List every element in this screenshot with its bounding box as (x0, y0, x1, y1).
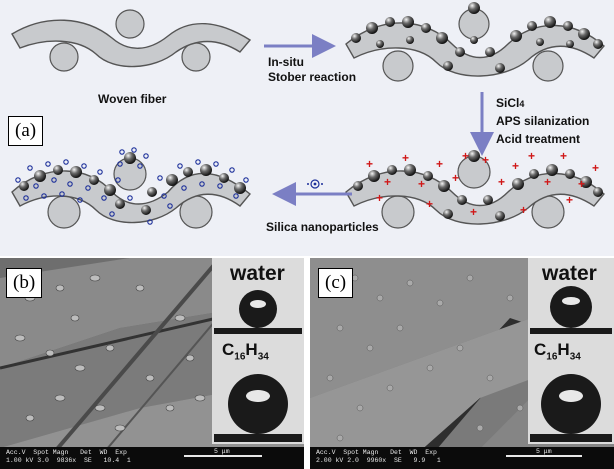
fiber-charged: +++ +++ +++ +++ +++ +++ ++ (346, 149, 604, 228)
step2-line3: Acid treatment (496, 132, 580, 147)
woven-fiber (12, 10, 250, 71)
svg-text:+: + (520, 203, 527, 217)
step2-line1: SiCl4 (496, 96, 524, 112)
svg-text:+: + (402, 151, 409, 165)
svg-text:+: + (498, 175, 505, 189)
alkane-h-b: H (245, 340, 257, 359)
panel-b-label: (b) (6, 268, 42, 298)
svg-text:+: + (592, 161, 599, 175)
alkane-c-b: C (222, 340, 234, 359)
step1-line1: In-situ (268, 55, 304, 70)
svg-text:+: + (566, 193, 573, 207)
svg-text:+: + (462, 149, 469, 163)
svg-text:+: + (560, 149, 567, 163)
alkane-label-c: C16H34 (534, 340, 581, 362)
svg-text:+: + (482, 153, 489, 167)
alkane-sub2-b: 34 (258, 351, 269, 362)
svg-text:+: + (452, 171, 459, 185)
step1-line2: Stober reaction (268, 70, 356, 85)
fiber-nanoparticle-coated (12, 148, 250, 228)
sem-header-c: Acc.V Spot Magn Det WD Exp (316, 449, 437, 456)
woven-fiber-label: Woven fiber (98, 92, 166, 107)
nanoparticle-icon (307, 180, 323, 188)
alkane-c-c: C (534, 340, 546, 359)
alkane-sub2-c: 34 (570, 351, 581, 362)
alkane-sub1-b: 16 (234, 351, 245, 362)
sem-header-b: Acc.V Spot Magn Det WD Exp (6, 449, 127, 456)
svg-text:+: + (436, 157, 443, 171)
alkane-sub1-c: 16 (546, 351, 557, 362)
svg-text:+: + (578, 177, 585, 191)
panel-c-label: (c) (318, 268, 353, 298)
sem-values-b: 1.00 kV 3.0 9836x SE 10.4 1 (6, 457, 131, 464)
alkane-label-b: C16H34 (222, 340, 269, 362)
svg-text:+: + (512, 159, 519, 173)
step3-label: Silica nanoparticles (266, 220, 379, 235)
contact-angle-panel-c: water C16H34 (528, 258, 614, 444)
svg-text:+: + (384, 175, 391, 189)
svg-text:+: + (544, 175, 551, 189)
sem-image-c: Acc.V Spot Magn Det WD Exp 2.00 kV 2.0 9… (310, 258, 614, 469)
sem-image-b: Acc.V Spot Magn Det WD Exp 1.00 kV 3.0 9… (0, 258, 304, 469)
contact-angle-panel-b: water C16H34 (212, 258, 304, 444)
step2-line2: APS silanization (496, 114, 589, 129)
scale-label-c: 5 μm (536, 448, 552, 455)
svg-text:+: + (470, 205, 477, 219)
scale-bar-b (184, 455, 262, 457)
sicl-text: SiCl (496, 96, 519, 110)
svg-text:+: + (426, 197, 433, 211)
panel-a-label: (a) (8, 116, 43, 146)
scale-bar-c (506, 455, 582, 457)
sicl-subscript: 4 (519, 99, 524, 109)
svg-text:+: + (528, 149, 535, 163)
svg-text:+: + (366, 157, 373, 171)
svg-text:+: + (376, 191, 383, 205)
svg-text:+: + (418, 177, 425, 191)
alkane-h-c: H (557, 340, 569, 359)
fiber-with-particles (346, 2, 604, 81)
scale-label-b: 5 μm (214, 448, 230, 455)
scheme-panel: +++ +++ +++ +++ +++ +++ ++ (0, 0, 614, 256)
sem-values-c: 2.00 kV 2.0 9960x SE 9.9 1 (316, 457, 441, 464)
